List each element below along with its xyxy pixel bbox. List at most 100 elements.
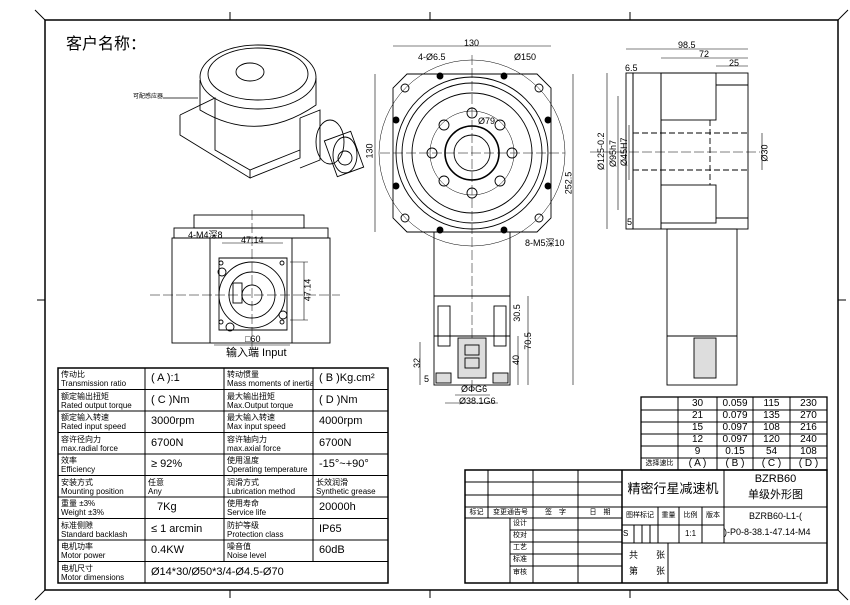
dim-side-72: 72	[699, 49, 710, 59]
label-en: Motor dimensions	[61, 572, 125, 582]
rated-torque-cell: 115	[763, 398, 780, 409]
spec-label: 重量 ±3%Weight ±3%	[58, 498, 145, 517]
dim-input-47-14: 47.14	[241, 235, 264, 245]
product-name: 精密行星减速机	[627, 481, 719, 496]
weight-value: 7Kg	[157, 501, 177, 513]
label-en: Noise level	[227, 551, 267, 560]
drawing-mark-value: S	[623, 529, 629, 538]
max-torque-cell: 216	[800, 422, 817, 433]
label-en: Lubrication method	[227, 486, 296, 496]
label-en: Efficiency	[61, 465, 96, 474]
footer-a: ( A )	[688, 458, 707, 469]
customer-name-label: 客户名称：	[66, 36, 147, 53]
frame-ticks	[34, 9, 849, 601]
header-signature: 签 字	[545, 509, 566, 516]
role-review: 审核	[513, 569, 527, 576]
role-standard: 标准	[513, 556, 527, 563]
dim-total-length: 252.5	[563, 171, 574, 195]
ratio-cell: 9	[694, 446, 701, 457]
label-cn: 防护等级	[227, 520, 259, 530]
axial-force-value: 6700N	[319, 436, 352, 449]
motor-power-value: 0.4KW	[151, 544, 185, 556]
label-en: Protection class	[227, 529, 284, 539]
input-label: 输入端 Input	[226, 347, 287, 359]
label-en: max.axial force	[227, 443, 281, 453]
dim-5: 5	[424, 374, 430, 384]
spec-table-grid	[57, 367, 389, 584]
label-en: Mounting position	[61, 486, 124, 496]
label-en: Service life	[227, 508, 267, 517]
label-en: Motor power	[61, 551, 106, 560]
sheet-number: 第 张	[629, 566, 666, 576]
label-en: Standard backlash	[61, 529, 128, 539]
rated-speed-value: 3000rpm	[151, 415, 195, 427]
efficiency-value: ≥ 92%	[151, 458, 183, 470]
dim-32: 32	[412, 357, 423, 369]
select-ratio-label: 选择速比	[645, 460, 674, 467]
inertia-cell: 0.059	[722, 398, 748, 409]
label-cn: 使用温度	[227, 456, 259, 465]
label-en: Rated output torque	[61, 400, 132, 410]
label-cn: 转动惯量	[227, 370, 259, 379]
label-cn: 额定输出扭矩	[61, 391, 109, 401]
transmission-ratio-value: ( A ):1	[151, 372, 180, 384]
side-view	[590, 48, 763, 386]
dim-input-47-14-v: 47.14	[302, 278, 313, 302]
label-en: Mass moments of inertia	[227, 379, 313, 388]
temperature-value: -15°~+90°	[319, 458, 369, 470]
max-torque-cell: 270	[800, 410, 817, 421]
dim-side-d30: Ø30	[759, 144, 770, 162]
protection-value: IP65	[319, 522, 342, 535]
isometric-view	[163, 44, 365, 179]
inertia-cell: 0.15	[725, 446, 745, 457]
dim-side-5: 5	[627, 217, 633, 227]
footer-c: ( C )	[761, 458, 782, 469]
footer-d: ( D )	[798, 458, 819, 469]
dim-shaft-2: Ø38.1G6	[459, 396, 496, 406]
label-cn: 额定输入转速	[61, 413, 109, 422]
rated-torque-value: ( C )Nm	[151, 393, 190, 406]
ratio-cell: 12	[691, 434, 704, 445]
value-cn: 任意	[148, 477, 164, 487]
dim-side-d125: Ø125-0.2	[596, 132, 606, 170]
ratio-cell: 15	[691, 422, 704, 433]
header-date: 日 期	[589, 509, 611, 516]
label-cn: 使用寿命	[227, 499, 259, 508]
role-check: 校对	[513, 532, 527, 539]
model-name: BZRB60	[754, 473, 797, 485]
drawing-type: 单级外形图	[748, 489, 803, 501]
dim-input-tap: 4-M4深8	[188, 230, 223, 240]
dim-70-5: 70.5	[522, 332, 533, 350]
inertia-value: ( B )Kg.cm²	[319, 372, 375, 384]
dim-pcd-79: Ø79	[478, 116, 496, 126]
drawing-frame	[44, 19, 839, 591]
service-life-value: 20000h	[319, 501, 356, 513]
label-cn: 噪音值	[227, 542, 251, 551]
header-change-notice: 变更通告号	[493, 509, 528, 516]
max-torque-cell: 240	[800, 434, 817, 445]
label-cn: 润滑方式	[227, 477, 259, 487]
dim-40: 40	[511, 354, 522, 366]
dim-front-height: 130	[364, 143, 375, 159]
total-sheets: 共 张	[629, 550, 666, 560]
rated-torque-cell: 54	[765, 446, 778, 457]
rated-torque-cell: 120	[763, 434, 780, 445]
iso-callout: 可配感应器	[133, 94, 164, 100]
label-cn: 重量 ±3%	[61, 499, 96, 508]
noise-value: 60dB	[319, 544, 345, 556]
dim-shaft: ØΦG6	[461, 384, 488, 394]
role-process: 工艺	[513, 544, 527, 551]
header-version: 版本	[706, 512, 720, 519]
backlash-value: ≤ 1 arcmin	[151, 522, 203, 535]
